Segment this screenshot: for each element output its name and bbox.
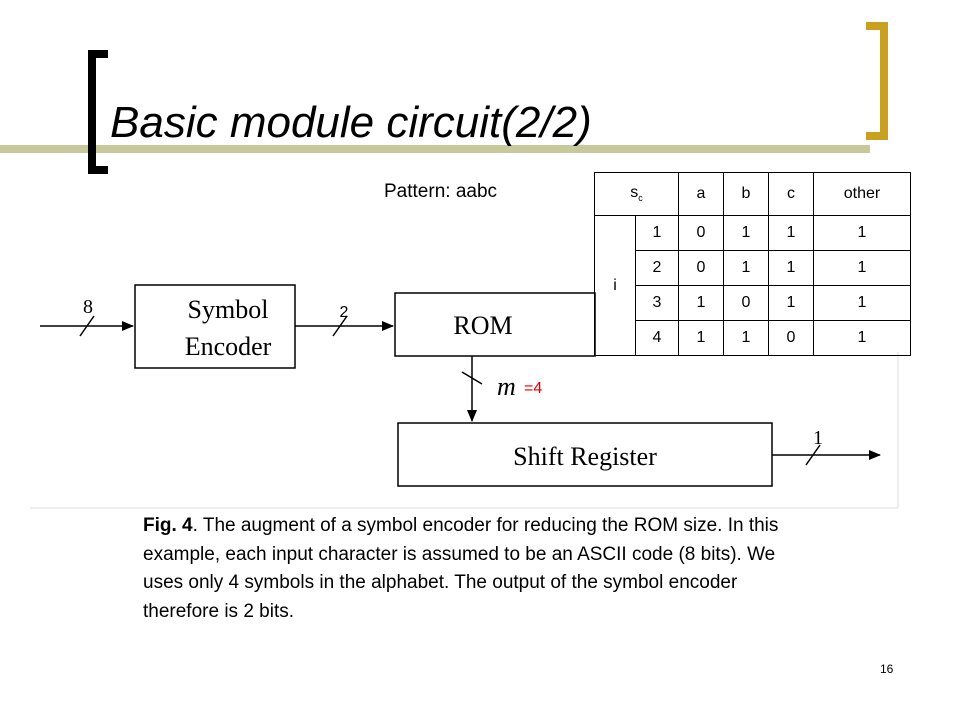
shift-register-label: Shift Register — [513, 442, 657, 471]
table-cell: 1 — [813, 215, 911, 251]
table-cell: 1 — [768, 285, 814, 321]
slide-title: Basic module circuit(2/2) — [110, 98, 592, 147]
output-width-label: 1 — [813, 427, 823, 449]
table-cell: 1 — [768, 250, 814, 286]
encoder-rom-width-label: 2 — [340, 304, 349, 321]
title-accent-line — [0, 145, 870, 153]
table-row: i 1 0 1 1 1 — [594, 215, 911, 356]
table-cell: 0 — [723, 285, 769, 321]
table-corner-cell: sc — [594, 172, 679, 216]
table-cell: 1 — [723, 215, 769, 251]
table-cell: 0 — [678, 215, 724, 251]
column-header-c: c — [768, 172, 814, 216]
rom-shift-width-variable: m — [497, 372, 516, 401]
output-bus-slash — [805, 444, 821, 466]
right-bracket-decoration — [866, 22, 888, 140]
figure-caption: Fig. 4. The augment of a symbol encoder … — [143, 512, 783, 626]
table-cell: 0 — [768, 320, 814, 356]
rom-block — [394, 292, 596, 357]
state-cell: 1 — [635, 215, 679, 251]
rom-label: ROM — [453, 311, 512, 340]
left-bracket-decoration — [88, 50, 108, 174]
input-width-label: 8 — [83, 296, 93, 318]
table-cell: 1 — [813, 285, 911, 321]
table-row: 3 1 0 1 1 — [595, 285, 911, 321]
shift-register-block — [397, 422, 773, 487]
encoder-rom-bus-slash — [332, 315, 348, 337]
column-header-a: a — [678, 172, 724, 216]
symbol-encoder-label-line1: Symbol — [188, 295, 269, 324]
page-number: 16 — [880, 662, 894, 676]
state-transition-table: sc a b c other i 1 0 1 1 1 2 0 1 1 1 3 1… — [594, 172, 911, 356]
table-row: 2 0 1 1 1 — [595, 250, 911, 286]
table-row: 4 1 1 0 1 — [595, 320, 911, 356]
state-cell: 4 — [635, 320, 679, 356]
symbol-encoder-label-line2: Encoder — [185, 332, 272, 361]
table-cell: 0 — [678, 250, 724, 286]
rom-shift-width-value: =4 — [524, 380, 542, 397]
table-header-row: sc a b c other — [594, 172, 911, 216]
column-header-other: other — [813, 172, 911, 216]
corner-main-text: s — [630, 184, 639, 202]
table-cell: 1 — [813, 320, 911, 356]
pattern-label: Pattern: aabc — [384, 181, 498, 202]
table-cell: 1 — [768, 215, 814, 251]
caption-figure-label: Fig. 4 — [143, 515, 193, 536]
column-header-b: b — [723, 172, 769, 216]
table-cell: 1 — [678, 285, 724, 321]
state-cell: 2 — [635, 250, 679, 286]
table-cell: 1 — [723, 320, 769, 356]
corner-sub-text: c — [638, 193, 643, 204]
table-cell: 1 — [723, 250, 769, 286]
rom-shift-bus-slash — [461, 371, 483, 385]
input-bus-slash — [79, 315, 95, 337]
table-cell: 1 — [678, 320, 724, 356]
row-header-cell: i — [594, 215, 636, 356]
caption-text: . The augment of a symbol encoder for re… — [143, 515, 779, 622]
table-cell: 1 — [813, 250, 911, 286]
state-cell: 3 — [635, 285, 679, 321]
